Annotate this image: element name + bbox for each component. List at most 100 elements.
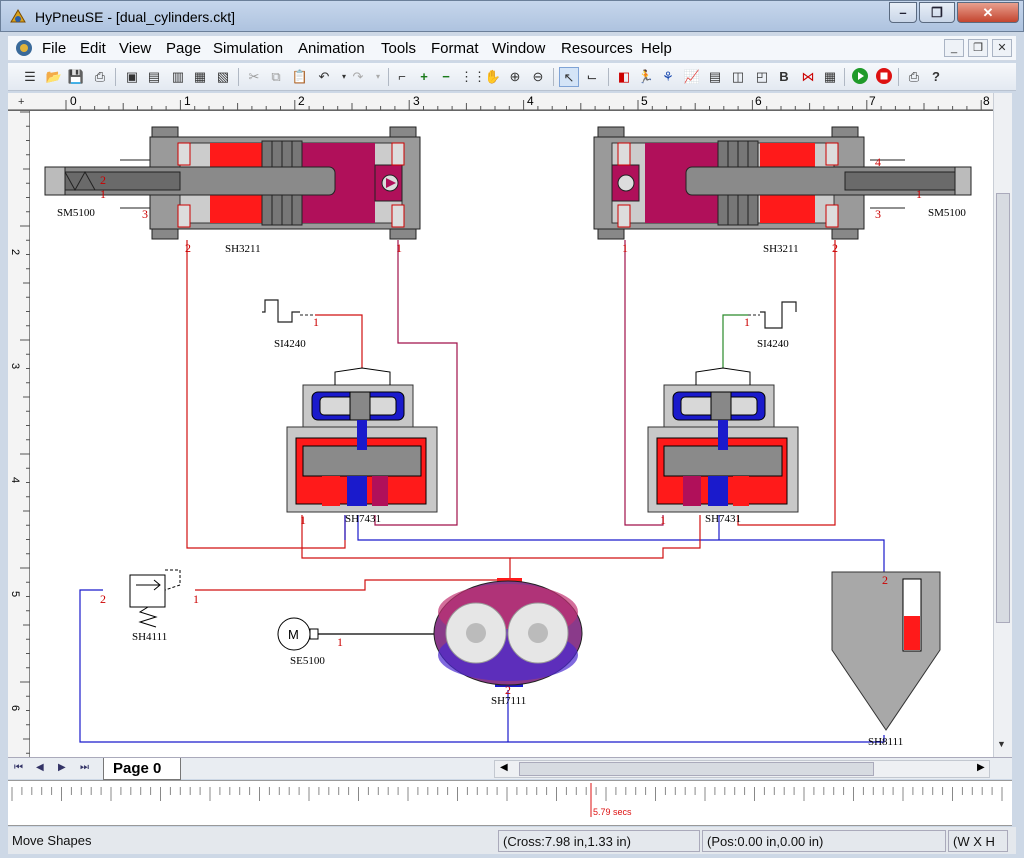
svg-text:3: 3	[142, 207, 148, 221]
vertical-scrollbar[interactable]: ▼	[993, 93, 1012, 757]
gear-pump[interactable]	[433, 578, 583, 687]
page-delete-icon[interactable]: ▦	[193, 69, 207, 84]
cut-icon[interactable]: ✂	[248, 69, 260, 84]
right-cylinder[interactable]	[593, 126, 969, 240]
menu-page[interactable]: Page	[166, 40, 202, 57]
undo-dropdown-icon[interactable]: ▾	[341, 72, 346, 81]
menu-resources[interactable]: Resources	[561, 40, 633, 57]
relief-valve-label: SH4111	[132, 631, 167, 643]
redo-icon[interactable]: ↷	[352, 69, 364, 84]
scroll-right-icon[interactable]: ▶	[977, 762, 985, 773]
svg-text:1: 1	[193, 592, 199, 606]
line-left-cyl-port1	[374, 240, 458, 526]
pan-hand-icon[interactable]: ✋	[484, 69, 502, 84]
box-icon[interactable]: ◰	[755, 69, 769, 84]
signal-line-right	[722, 314, 748, 368]
print-setup-icon[interactable]: ⎙	[908, 69, 920, 84]
connector-icon[interactable]: ⌙	[586, 69, 598, 84]
electric-motor[interactable]: M	[277, 617, 319, 651]
page-duplicate-icon[interactable]: ▧	[216, 69, 230, 84]
title-bar: HyPneuSE - [dual_cylinders.ckt] – ❐ ✕	[0, 0, 1024, 32]
right-directional-valve[interactable]	[647, 367, 799, 513]
new-page-icon[interactable]: ▣	[125, 69, 139, 84]
scroll-thumb[interactable]	[996, 193, 1010, 623]
h-ruler-7: 7	[869, 94, 876, 108]
menu-animation[interactable]: Animation	[298, 40, 365, 57]
page-insert-icon[interactable]: ▤	[147, 69, 161, 84]
open-icon[interactable]: 📂	[45, 69, 63, 84]
component-icon[interactable]: ◧	[617, 69, 631, 84]
redo-dropdown-icon[interactable]: ▾	[375, 72, 380, 81]
help-context-icon[interactable]: ?	[932, 69, 940, 84]
menu-window[interactable]: Window	[492, 40, 546, 57]
print-icon[interactable]: ⎙	[94, 69, 106, 84]
svg-text:1: 1	[300, 513, 306, 527]
last-page-icon[interactable]: ⏭	[80, 762, 89, 773]
document-icon[interactable]	[14, 38, 34, 58]
h-ruler-0: 0	[70, 94, 77, 108]
zoom-remove-icon[interactable]: −	[442, 69, 450, 84]
toolbar: ☰ 📂 💾 ⎙ ▣ ▤ ▥ ▦ ▧ ✂ ⧉ 📋 ↶ ▾ ↷ ▾ ⌐ + − ⋮⋮…	[8, 63, 1016, 91]
relief-valve[interactable]	[129, 569, 181, 628]
right-position-sensor[interactable]	[870, 159, 972, 209]
mdi-close-button[interactable]: ✕	[992, 39, 1012, 57]
undo-icon[interactable]: ↶	[318, 69, 330, 84]
prev-page-icon[interactable]: ◀	[36, 762, 44, 773]
paste-icon[interactable]: 📋	[291, 69, 309, 84]
minimize-button[interactable]: –	[889, 2, 917, 23]
scroll-down-icon[interactable]: ▼	[997, 739, 1006, 749]
zoom-out-icon[interactable]: ⊖	[532, 69, 544, 84]
simulation-timeline[interactable]: 5.79 secs	[8, 780, 1012, 826]
svg-text:M: M	[288, 627, 299, 642]
mdi-restore-button[interactable]: ❐	[968, 39, 988, 57]
run-group-icon[interactable]: ⚘	[662, 69, 674, 84]
grid-icon[interactable]: ⋮⋮	[460, 69, 486, 84]
cube-icon[interactable]: ◫	[731, 69, 745, 84]
menu-format[interactable]: Format	[431, 40, 479, 57]
svg-text:2: 2	[882, 573, 888, 587]
h-scroll-thumb[interactable]	[519, 762, 874, 776]
stop-icon[interactable]	[874, 67, 894, 87]
bold-b-icon[interactable]: B	[779, 69, 789, 84]
zoom-in-icon[interactable]: ⊕	[509, 69, 521, 84]
close-button[interactable]: ✕	[957, 2, 1019, 23]
copy-icon[interactable]: ⧉	[271, 69, 281, 84]
scroll-left-icon[interactable]: ◀	[500, 762, 508, 773]
menu-edit[interactable]: Edit	[80, 40, 106, 57]
reservoir-tank[interactable]	[831, 571, 941, 731]
menu-view[interactable]: View	[119, 40, 152, 57]
mdi-minimize-button[interactable]: _	[944, 39, 964, 57]
run-man-icon[interactable]: 🏃	[637, 69, 655, 84]
maximize-button[interactable]: ❐	[919, 2, 955, 23]
chart-icon[interactable]: 📈	[683, 69, 701, 84]
scale-icon[interactable]: ▦	[823, 69, 837, 84]
select-pointer-icon[interactable]: ↖	[559, 67, 579, 87]
left-directional-valve[interactable]	[286, 367, 438, 513]
timeline-marker-label: 5.79 secs	[593, 807, 632, 817]
waveform-icon[interactable]: ⋈	[801, 69, 815, 84]
h-ruler-1: 1	[184, 94, 191, 108]
right-signal-generator[interactable]	[748, 301, 797, 329]
horizontal-scrollbar[interactable]: ◀ ▶	[494, 760, 990, 778]
properties-icon[interactable]: ☰	[24, 69, 36, 84]
first-page-icon[interactable]: ⏮	[14, 762, 23, 773]
next-page-icon[interactable]: ▶	[58, 762, 66, 773]
drawing-canvas[interactable]: M 2 1 3 2 1 1 2	[30, 111, 993, 757]
menu-simulation[interactable]: Simulation	[213, 40, 284, 57]
v-ruler-4: 4	[9, 477, 21, 483]
align-icon[interactable]: ⌐	[398, 69, 406, 84]
menu-tools[interactable]: Tools	[381, 40, 417, 57]
left-position-sensor[interactable]	[44, 159, 150, 209]
menu-file[interactable]: File	[42, 40, 67, 57]
tab-page-0[interactable]: Page 0	[103, 758, 181, 780]
left-signal-generator[interactable]	[262, 299, 315, 323]
report-icon[interactable]: ▤	[708, 69, 722, 84]
save-icon[interactable]: 💾	[67, 69, 85, 84]
play-icon[interactable]	[850, 67, 870, 87]
page-copy-icon[interactable]: ▥	[171, 69, 185, 84]
v-ruler-6: 6	[9, 705, 21, 711]
zoom-add-icon[interactable]: +	[420, 69, 428, 84]
left-cylinder[interactable]	[54, 126, 421, 240]
page-tab-bar: ⏮ ◀ ▶ ⏭ Page 0 ◀ ▶	[8, 757, 1012, 780]
menu-help[interactable]: Help	[641, 40, 672, 57]
